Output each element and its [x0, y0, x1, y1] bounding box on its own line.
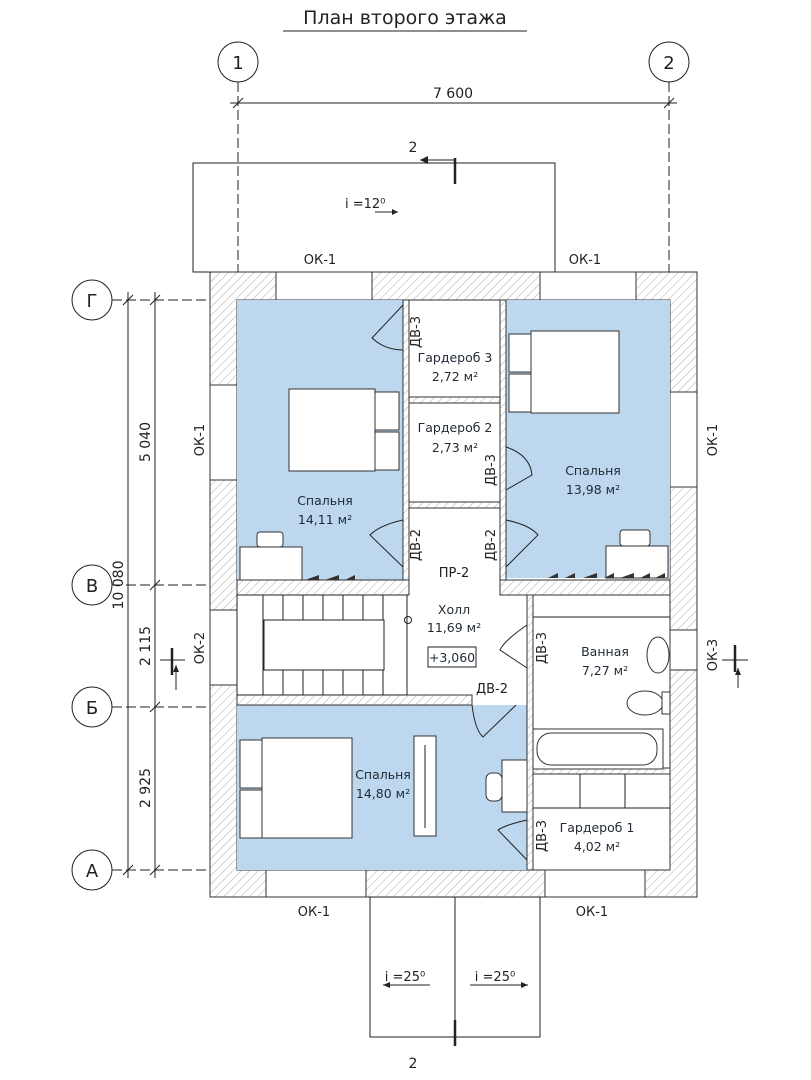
sink-icon	[646, 636, 670, 674]
door-label: ДВ-3	[535, 632, 550, 664]
room-label-hall: Холл 11,69 м²	[427, 602, 481, 635]
svg-text:2: 2	[409, 140, 418, 156]
svg-text:Гардероб 3: Гардероб 3	[418, 350, 493, 365]
section-mark-bottom: 2	[409, 1020, 457, 1072]
room-label-wardrobe-1: Гардероб 1 4,02 м²	[560, 820, 635, 854]
window-openings	[209, 271, 698, 898]
window-label: ОК-2	[193, 632, 208, 664]
bed-icon	[508, 330, 620, 414]
interior-walls	[236, 299, 671, 871]
dimension-height: 10 080 5 040 2 115 2 925	[111, 292, 161, 878]
svg-text:Г: Г	[87, 291, 98, 312]
window-label: ОК-1	[706, 424, 721, 456]
svg-text:10 080: 10 080	[111, 561, 127, 610]
bathtub-icon	[532, 728, 664, 770]
room-label-bedroom-2: Спальня 13,98 м²	[565, 463, 621, 497]
section-cut-right	[722, 645, 748, 688]
desk-icon	[485, 759, 528, 813]
svg-text:11,69 м²: 11,69 м²	[427, 620, 481, 635]
section-cut-left	[160, 648, 185, 690]
wardrobe-icon	[413, 735, 437, 837]
svg-text:Спальня: Спальня	[297, 493, 353, 508]
stove-icon	[605, 529, 669, 579]
room-label-wardrobe-3: Гардероб 3 2,72 м²	[418, 350, 493, 384]
dimension-width: 7 600	[230, 86, 677, 109]
opening-label: ПР-2	[439, 566, 470, 581]
room-label-wardrobe-2: Гардероб 2 2,73 м²	[418, 420, 493, 455]
svg-text:7 600: 7 600	[433, 86, 473, 102]
svg-text:7,27 м²: 7,27 м²	[582, 663, 628, 678]
svg-text:2 925: 2 925	[138, 768, 154, 808]
svg-text:Спальня: Спальня	[565, 463, 621, 478]
svg-text:2: 2	[409, 1056, 418, 1072]
svg-text:i =12⁰: i =12⁰	[345, 197, 385, 212]
svg-text:А: А	[86, 861, 99, 882]
door-label: ДВ-3	[484, 454, 499, 486]
room-label-bathroom: Ванная 7,27 м²	[581, 644, 629, 678]
svg-text:14,11 м²: 14,11 м²	[298, 512, 352, 527]
window-label: ОК-1	[298, 905, 330, 920]
axis-marker-1: 1	[217, 41, 259, 300]
svg-text:2,72 м²: 2,72 м²	[432, 369, 478, 384]
svg-text:2,73 м²: 2,73 м²	[432, 440, 478, 455]
door-label: ДВ-3	[535, 820, 550, 852]
door-label: ДВ-2	[484, 529, 499, 561]
window-label: ОК-1	[569, 253, 601, 268]
plan-title: План второго этажа	[303, 7, 507, 29]
bed-icon	[239, 737, 353, 839]
door-swings	[369, 304, 539, 861]
shelves	[533, 616, 670, 809]
level-mark: +3,060	[427, 646, 477, 668]
room-label-bedroom-1: Спальня 14,11 м²	[297, 493, 353, 527]
svg-text:i =25⁰: i =25⁰	[475, 970, 515, 985]
svg-text:Б: Б	[86, 698, 98, 719]
window-label: ОК-1	[304, 253, 336, 268]
svg-text:1: 1	[232, 53, 243, 74]
svg-text:Спальня: Спальня	[355, 767, 411, 782]
window-label: ОК-1	[193, 424, 208, 456]
svg-text:13,98 м²: 13,98 м²	[566, 482, 620, 497]
svg-text:+3,060: +3,060	[429, 650, 475, 665]
axis-marker-b: Б	[71, 686, 237, 728]
door-label: ДВ-2	[409, 529, 424, 561]
svg-text:4,02 м²: 4,02 м²	[574, 839, 620, 854]
section-mark-top: 2	[409, 140, 457, 184]
door-label: ДВ-3	[409, 316, 424, 348]
radiator-icon	[305, 573, 665, 580]
window-label: ОК-3	[706, 639, 721, 671]
window-label: ОК-1	[576, 905, 608, 920]
svg-text:Ванная: Ванная	[581, 644, 629, 659]
axis-marker-2: 2	[648, 41, 690, 300]
room-label-bedroom-3: Спальня 14,80 м²	[355, 767, 411, 801]
toilet-icon	[626, 690, 671, 716]
svg-text:В: В	[86, 576, 98, 597]
svg-text:Холл: Холл	[438, 602, 470, 617]
svg-text:Гардероб 1: Гардероб 1	[560, 820, 635, 835]
roof-bottom: i =25⁰ i =25⁰	[369, 896, 541, 1038]
svg-text:2 115: 2 115	[138, 626, 154, 666]
bed-icon	[288, 388, 400, 472]
door-label: ДВ-2	[476, 682, 508, 697]
svg-text:2: 2	[663, 53, 674, 74]
roof-top: i =12⁰	[192, 162, 556, 273]
svg-text:5 040: 5 040	[138, 422, 154, 462]
stove-icon	[239, 531, 303, 581]
svg-text:14,80 м²: 14,80 м²	[356, 786, 410, 801]
svg-text:Гардероб 2: Гардероб 2	[418, 420, 493, 435]
svg-text:i =25⁰: i =25⁰	[385, 970, 425, 985]
staircase	[236, 594, 412, 696]
